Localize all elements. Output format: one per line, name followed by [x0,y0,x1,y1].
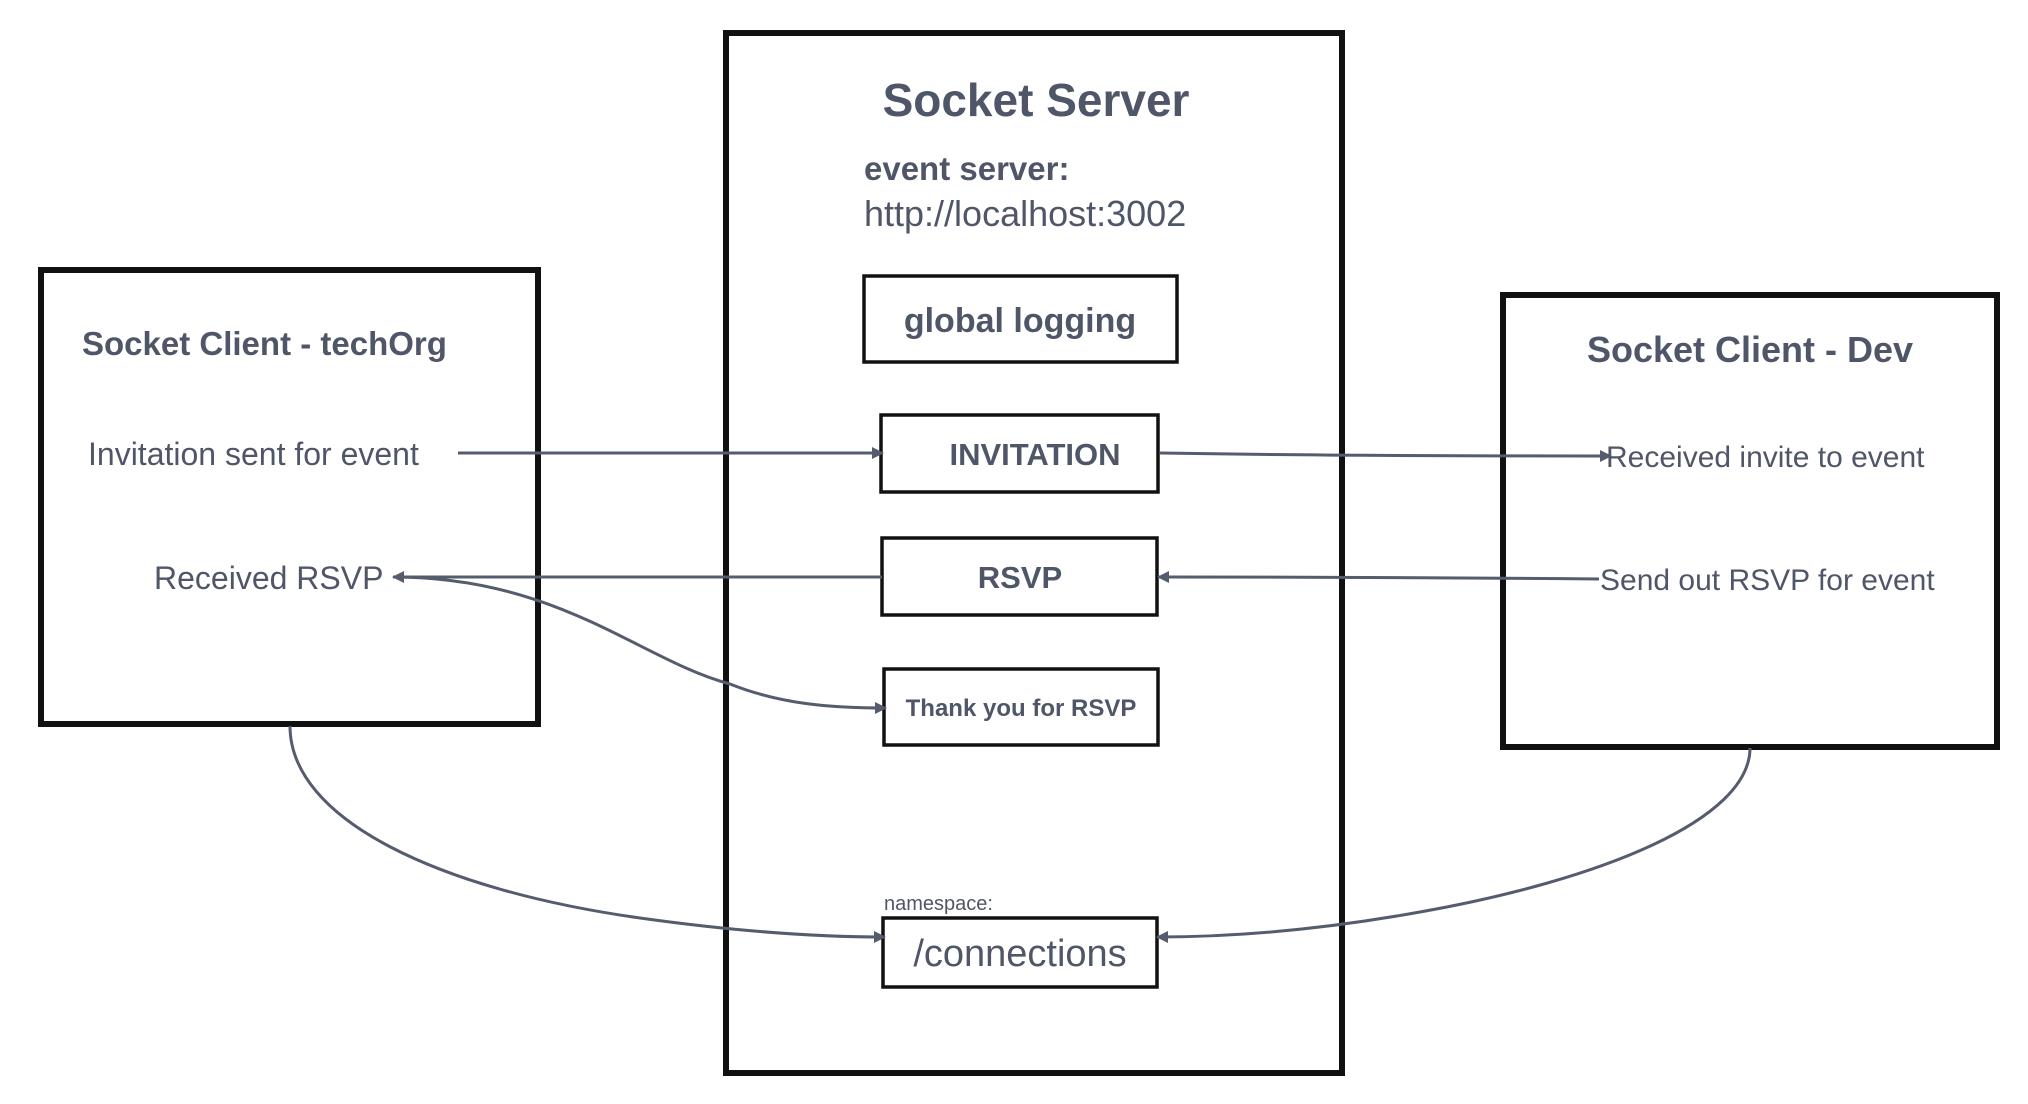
connections-namespace-label: /connections [913,933,1126,975]
connections-namespace-box [881,916,1159,989]
server-title: Socket Server [883,74,1190,126]
rsvp-event-label: RSVP [978,560,1062,595]
dev-connection-arrow [1156,747,1752,943]
invitation-event-label: INVITATION [949,437,1120,472]
client-techorg-box [38,267,541,727]
received-invite-label: Received invite to event [1606,441,1925,474]
thank-you-event-box [882,667,1160,747]
invitation-sent-label: Invitation sent for event [88,436,419,472]
global-logging-box [862,274,1179,364]
techorg-connection-arrow [288,725,886,943]
invitation-event-box [879,413,1160,494]
invitation-receive-arrow [1159,449,1612,462]
rsvp-send-arrow [1157,571,1600,584]
global-logging-label: global logging [904,302,1136,340]
client-dev-title: Socket Client - Dev [1587,329,1913,370]
send-rsvp-label: Send out RSVP for event [1600,564,1935,597]
client-techorg-title: Socket Client - techOrg [82,325,447,362]
event-server-url: http://localhost:3002 [864,193,1186,234]
thank-you-arrow [392,575,887,714]
namespace-caption: namespace: [884,893,993,915]
received-rsvp-label: Received RSVP [154,560,383,596]
event-server-label: event server: [864,150,1069,187]
client-dev-box [1500,292,2000,750]
thank-you-event-label: Thank you for RSVP [906,695,1137,722]
